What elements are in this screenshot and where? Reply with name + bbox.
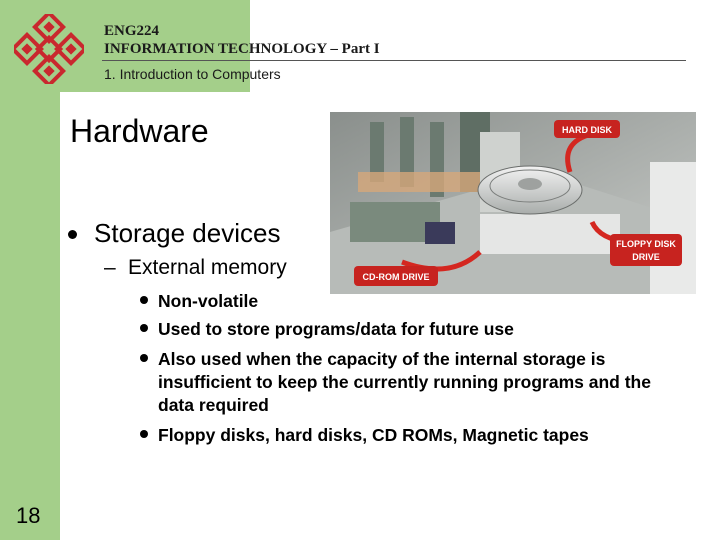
computer-internals-photo: HARD DISK FLOPPY DISK DRIVE CD-ROM DRIVE (330, 112, 696, 294)
bullet-dot-icon (68, 230, 77, 239)
bullet-text: External memory (128, 256, 287, 279)
sidebar-band (0, 0, 60, 540)
sub-bullet-text: Also used when the capacity of the inter… (158, 349, 651, 415)
floppy-label-line1: FLOPPY DISK (616, 239, 676, 249)
floppy-label-line2: DRIVE (632, 252, 660, 262)
sub-bullet-text: Non-volatile (158, 291, 259, 311)
course-name: INFORMATION TECHNOLOGY – Part I (104, 41, 380, 57)
bullet-dot-icon (140, 296, 148, 304)
page-number: 18 (16, 503, 41, 528)
header-band (60, 0, 250, 92)
sub-bullet-text: Used to store programs/data for future u… (158, 319, 514, 339)
hard-disk-label: HARD DISK (562, 125, 613, 135)
course-code: ENG224 (104, 23, 160, 39)
chapter-title: 1. Introduction to Computers (104, 66, 281, 82)
university-logo (14, 14, 84, 84)
slide-title: Hardware (70, 113, 209, 149)
bullet-dot-icon (140, 354, 148, 362)
bullet-dot-icon (140, 430, 148, 438)
bullet-dash-icon: – (104, 256, 116, 279)
cdrom-label: CD-ROM DRIVE (363, 272, 430, 282)
sub-bullet-text: Floppy disks, hard disks, CD ROMs, Magne… (158, 425, 589, 445)
course-header: ENG224 INFORMATION TECHNOLOGY – Part I (104, 22, 380, 58)
bullet-dot-icon (140, 324, 148, 332)
header-divider (102, 60, 686, 61)
bullet-text: Storage devices (94, 218, 281, 248)
